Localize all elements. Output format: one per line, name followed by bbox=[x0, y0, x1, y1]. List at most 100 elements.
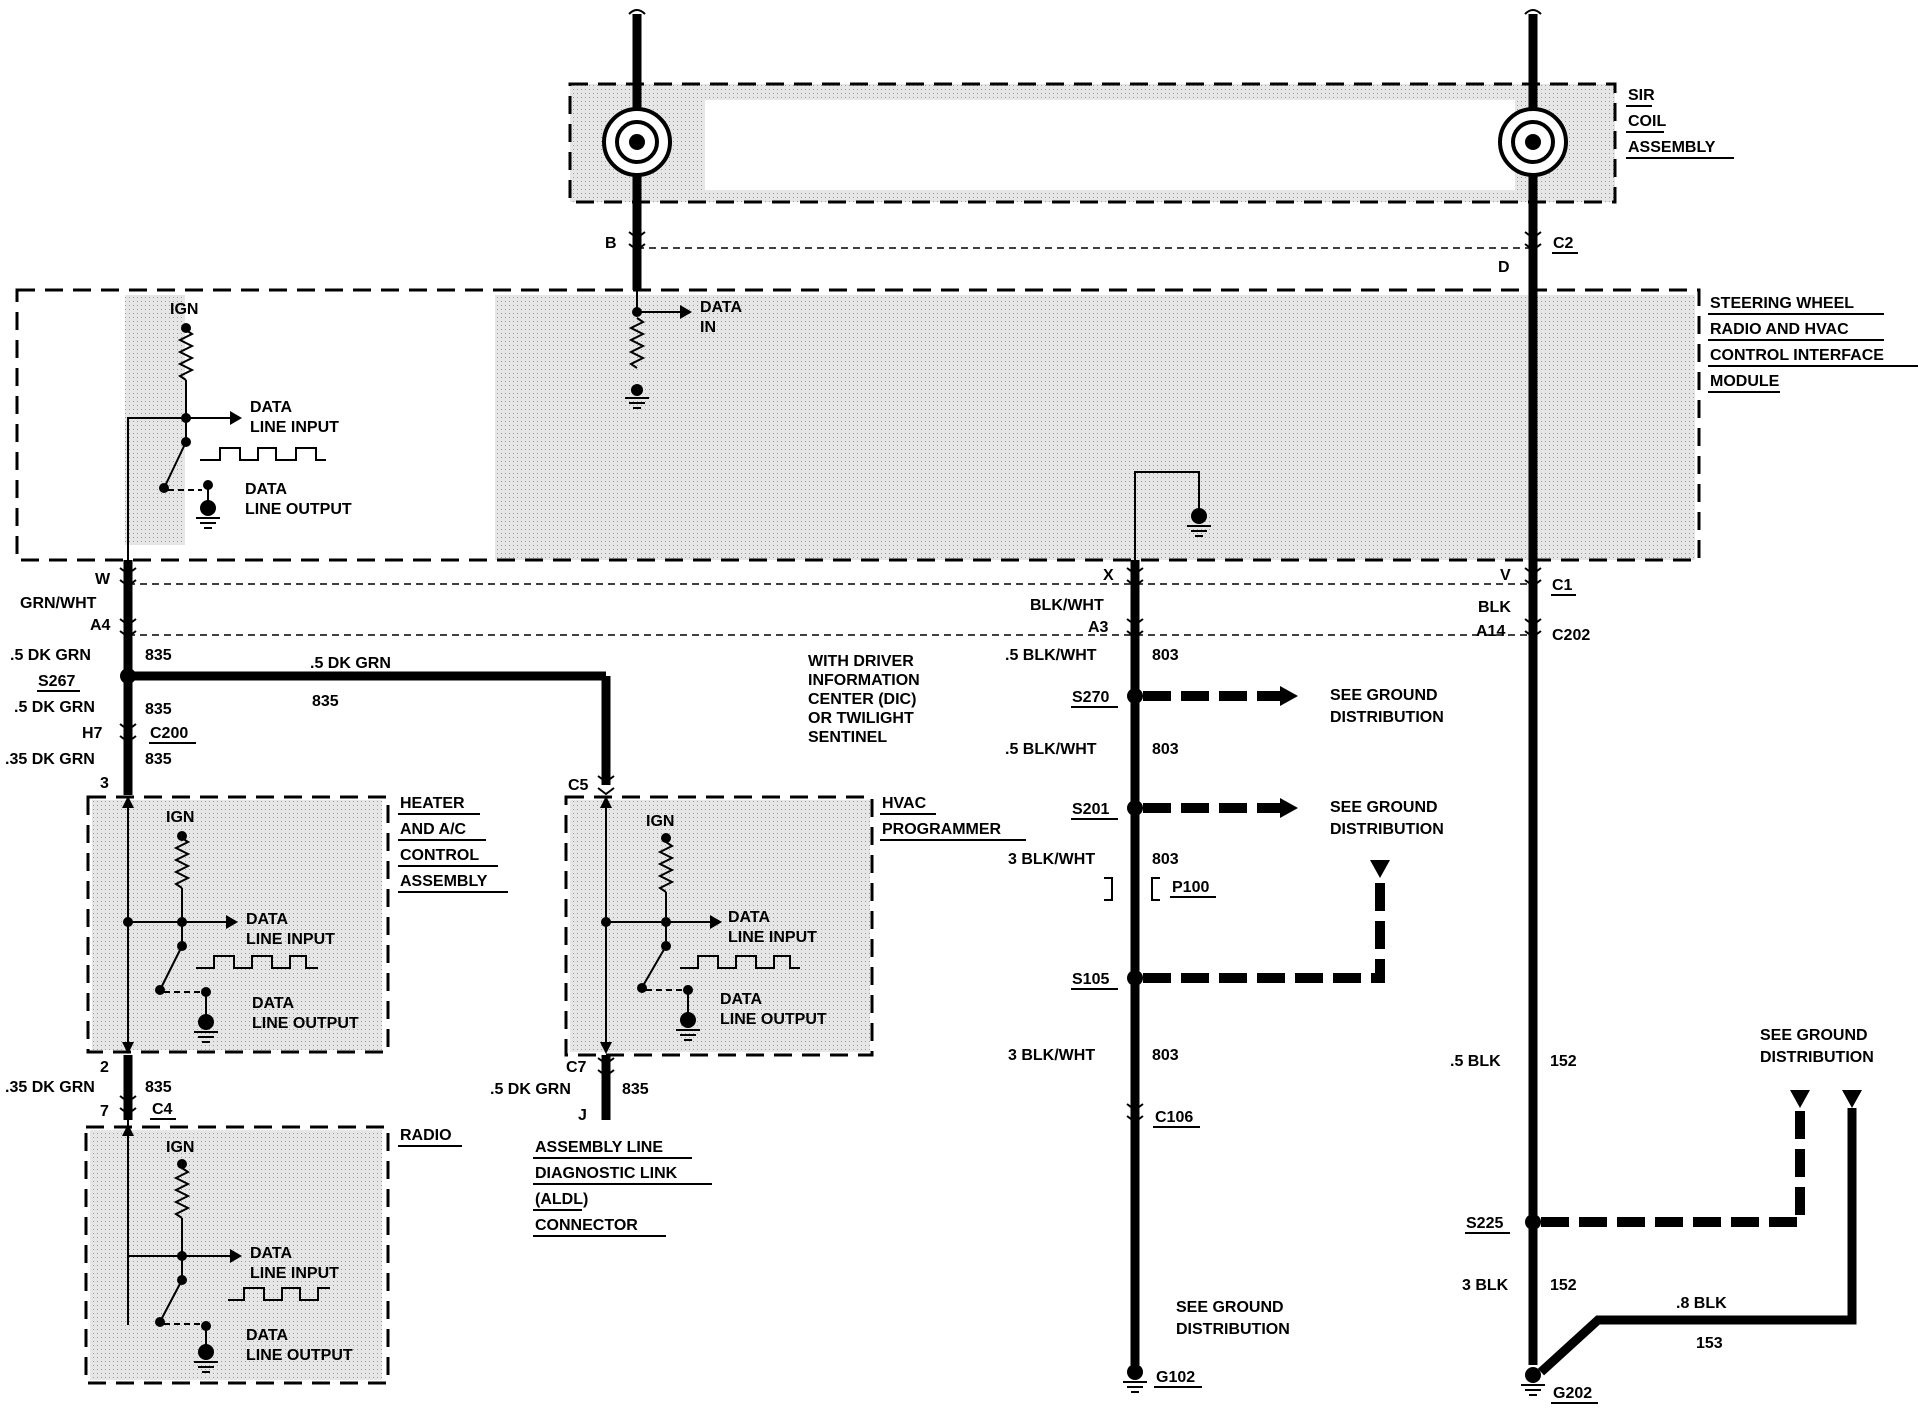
left-w1-circuit: 835 bbox=[145, 647, 172, 664]
splice-s225: S225 bbox=[1466, 1215, 1503, 1232]
dic-note-3: CENTER (DIC) bbox=[808, 691, 916, 708]
aldl-title-2: DIAGNOSTIC LINK bbox=[535, 1165, 678, 1182]
center-w2-circuit: 803 bbox=[1152, 741, 1179, 758]
pin-b: B bbox=[605, 235, 617, 252]
heater-title-4: ASSEMBLY bbox=[400, 873, 488, 890]
aldl-title-1: ASSEMBLY LINE bbox=[535, 1139, 663, 1156]
radio-dli-1: DATA bbox=[250, 1245, 293, 1262]
connector-c200: C200 bbox=[150, 725, 188, 742]
pin-2: 2 bbox=[100, 1059, 109, 1076]
sir-coil-assembly: SIR COIL ASSEMBLY bbox=[568, 9, 1734, 290]
aldl-connector-label: ASSEMBLY LINE DIAGNOSTIC LINK (ALDL) CON… bbox=[533, 1139, 712, 1237]
right-w1-gauge: .5 BLK bbox=[1450, 1053, 1501, 1070]
left-w4-gauge: .35 DK GRN bbox=[5, 1079, 95, 1096]
pin-h7: H7 bbox=[82, 725, 103, 742]
radio-module: IGN DATA LINE INPUT DATA LINE OUTPUT RAD… bbox=[84, 1120, 462, 1385]
connector-c4: C4 bbox=[152, 1101, 173, 1118]
dic-note-1: WITH DRIVER bbox=[808, 653, 914, 670]
sir-title-2: COIL bbox=[1628, 113, 1666, 130]
dic-note-4: OR TWILIGHT bbox=[808, 710, 914, 727]
heater-dlo-1: DATA bbox=[252, 995, 295, 1012]
radio-dli-2: LINE INPUT bbox=[250, 1265, 339, 1282]
right-w2-circuit: 152 bbox=[1550, 1277, 1577, 1294]
pin-3: 3 bbox=[100, 775, 109, 792]
pin-w: W bbox=[95, 571, 111, 588]
splice-s267: S267 bbox=[38, 673, 75, 690]
pin-v: V bbox=[1500, 567, 1511, 584]
connector-c2-label: C2 bbox=[1553, 235, 1574, 252]
right-wiring: .5 BLK 152 S225 3 BLK 152 .8 BLK 153 G20… bbox=[1450, 290, 1862, 1404]
aldl-title-4: CONNECTOR bbox=[535, 1217, 638, 1234]
radio-title: RADIO bbox=[400, 1127, 452, 1144]
center-w3-circuit: 803 bbox=[1152, 851, 1179, 868]
heater-title-2: AND A/C bbox=[400, 821, 467, 838]
pin-a14: A14 bbox=[1476, 623, 1505, 640]
steering-dlo-2: LINE OUTPUT bbox=[245, 501, 352, 518]
dic-note-5: SENTINEL bbox=[808, 729, 887, 746]
ground-ref-3b: DISTRIBUTION bbox=[1760, 1049, 1874, 1066]
splice-s105: S105 bbox=[1072, 971, 1109, 988]
pin-a4: A4 bbox=[90, 617, 111, 634]
left-w4-circuit: 835 bbox=[145, 1079, 172, 1096]
wire-blk-wht: BLK/WHT bbox=[1030, 597, 1104, 614]
ground-ref-4b: DISTRIBUTION bbox=[1176, 1321, 1290, 1338]
pin-c5: C5 bbox=[568, 777, 589, 794]
connector-c202: A4 A3 A14 C202 bbox=[90, 617, 1590, 644]
pin-j: J bbox=[578, 1107, 587, 1124]
right-w2-gauge: 3 BLK bbox=[1462, 1277, 1509, 1294]
coil-icon-right bbox=[1498, 107, 1568, 177]
left-w2-gauge: .5 DK GRN bbox=[14, 699, 95, 716]
right-w1-circuit: 152 bbox=[1550, 1053, 1577, 1070]
connector-c106: C106 bbox=[1155, 1109, 1193, 1126]
branch-circuit: 835 bbox=[312, 693, 339, 710]
heater-title-1: HEATER bbox=[400, 795, 465, 812]
pin-x: X bbox=[1103, 567, 1114, 584]
heater-dlo-2: LINE OUTPUT bbox=[252, 1015, 359, 1032]
steering-title-1: STEERING WHEEL bbox=[1710, 295, 1854, 312]
hvac-dlo-1: DATA bbox=[720, 991, 763, 1008]
ground-ref-3a: SEE GROUND bbox=[1760, 1027, 1868, 1044]
hvac-dli-1: DATA bbox=[728, 909, 771, 926]
hvac-title-2: PROGRAMMER bbox=[882, 821, 1002, 838]
pin-d: D bbox=[1498, 259, 1510, 276]
left-w3-circuit: 835 bbox=[145, 751, 172, 768]
hvac-dli-2: LINE INPUT bbox=[728, 929, 817, 946]
center-w1-gauge: .5 BLK/WHT bbox=[1005, 647, 1097, 664]
sir-title-1: SIR bbox=[1628, 87, 1655, 104]
left-w1-gauge: .5 DK GRN bbox=[10, 647, 91, 664]
center-wiring: .5 BLK/WHT 803 S270 .5 BLK/WHT 803 S201 … bbox=[1005, 560, 1390, 1393]
pin-c7: C7 bbox=[566, 1059, 587, 1076]
ground-distribution-labels: SEE GROUND DISTRIBUTION SEE GROUND DISTR… bbox=[1176, 687, 1874, 1338]
left-w2-circuit: 835 bbox=[145, 701, 172, 718]
steering-ign: IGN bbox=[170, 301, 198, 318]
heater-ac-control-assembly: IGN DATA LINE INPUT DATA LINE OUTPUT HEA… bbox=[86, 795, 508, 1054]
connector-c1: W X V C1 GRN/WHT BLK/WHT BLK bbox=[20, 567, 1576, 616]
center-w4-circuit: 803 bbox=[1152, 1047, 1179, 1064]
sir-title-3: ASSEMBLY bbox=[1628, 139, 1716, 156]
hvac-out-gauge: .5 DK GRN bbox=[490, 1081, 571, 1098]
connector-c1-label: C1 bbox=[1552, 577, 1573, 594]
radio-dlo-1: DATA bbox=[246, 1327, 289, 1344]
wire-grn-wht: GRN/WHT bbox=[20, 595, 97, 612]
steering-dli-2: LINE INPUT bbox=[250, 419, 339, 436]
ground-ref-1b: DISTRIBUTION bbox=[1330, 709, 1444, 726]
data-in-2: IN bbox=[700, 319, 716, 336]
connector-p100: P100 bbox=[1172, 879, 1209, 896]
coil-icon-left bbox=[602, 107, 672, 177]
hvac-programmer: C5 IGN DATA LINE INPUT DATA LINE OUTPUT … bbox=[490, 775, 1026, 1124]
center-w3-gauge: 3 BLK/WHT bbox=[1008, 851, 1095, 868]
connector-c202-label: C202 bbox=[1552, 627, 1590, 644]
hvac-out-circuit: 835 bbox=[622, 1081, 649, 1098]
radio-ign: IGN bbox=[166, 1139, 194, 1156]
splice-s201: S201 bbox=[1072, 801, 1109, 818]
heater-ign: IGN bbox=[166, 809, 194, 826]
left-w3-gauge: .35 DK GRN bbox=[5, 751, 95, 768]
aldl-title-3: (ALDL) bbox=[535, 1191, 588, 1208]
steering-title-3: CONTROL INTERFACE bbox=[1710, 347, 1884, 364]
heater-dli-1: DATA bbox=[246, 911, 289, 928]
heater-title-3: CONTROL bbox=[400, 847, 479, 864]
heater-dli-2: LINE INPUT bbox=[246, 931, 335, 948]
center-w4-gauge: 3 BLK/WHT bbox=[1008, 1047, 1095, 1064]
right-w3-gauge: .8 BLK bbox=[1676, 1295, 1727, 1312]
